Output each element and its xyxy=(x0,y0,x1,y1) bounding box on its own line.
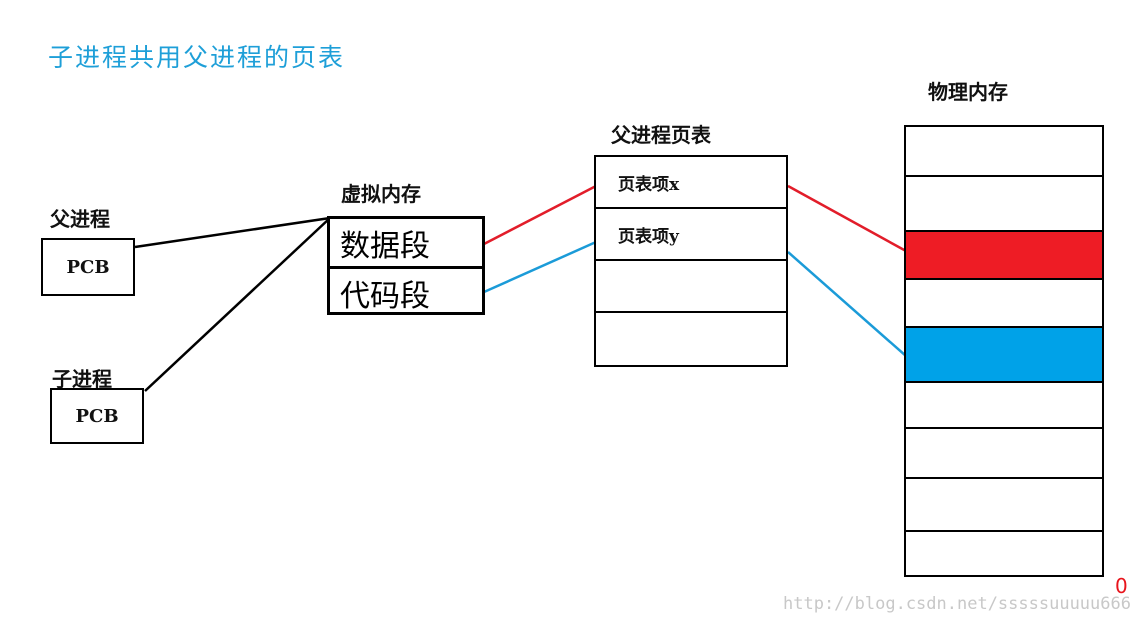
memory-frame xyxy=(906,479,1102,532)
virtual-memory-label: 虚拟内存 xyxy=(341,182,421,206)
memory-frame xyxy=(906,532,1102,575)
memory-frame xyxy=(906,177,1102,232)
memory-frame xyxy=(906,280,1102,328)
memory-frame xyxy=(906,429,1102,479)
memory-frame xyxy=(906,232,1102,280)
page-table-row xyxy=(596,313,786,365)
page-table-label: 父进程页表 xyxy=(611,123,711,147)
virtual-memory-box: 数据段 代码段 xyxy=(327,216,485,315)
child-process-label: 子进程 xyxy=(52,367,112,391)
entry-x-to-red-frame-line xyxy=(787,184,907,253)
memory-frame xyxy=(906,328,1102,383)
page-table-row: 页表项x xyxy=(596,157,786,209)
parent-pcb-text: PCB xyxy=(66,256,110,278)
diagram-title: 子进程共用父进程的页表 xyxy=(48,43,346,72)
page-table-row xyxy=(596,261,786,313)
physical-memory-label: 物理内存 xyxy=(928,80,1008,104)
page-table-row: 页表项y xyxy=(596,209,786,261)
parent-pcb-box: PCB xyxy=(41,238,135,296)
data-segment: 数据段 xyxy=(330,219,482,269)
physical-memory-column xyxy=(904,125,1104,577)
memory-frame xyxy=(906,383,1102,429)
child-pcb-text: PCB xyxy=(75,405,119,427)
memory-frame xyxy=(906,127,1102,177)
parent-page-table: 页表项x 页表项y xyxy=(594,155,788,367)
parent-process-label: 父进程 xyxy=(50,207,110,231)
parent-pcb-to-virtual-memory-line xyxy=(134,216,331,249)
child-pcb-box: PCB xyxy=(50,388,144,444)
child-pcb-to-virtual-memory-line xyxy=(144,217,331,392)
code-segment: 代码段 xyxy=(340,278,430,314)
data-segment-to-entry-x-line xyxy=(483,184,597,246)
entry-y-to-blue-frame-line xyxy=(787,251,907,357)
code-segment-to-entry-y-line xyxy=(483,240,597,294)
address-zero-label: 0 xyxy=(1115,574,1128,598)
watermark: http://blog.csdn.net/sssssuuuuu666 xyxy=(783,594,1131,614)
